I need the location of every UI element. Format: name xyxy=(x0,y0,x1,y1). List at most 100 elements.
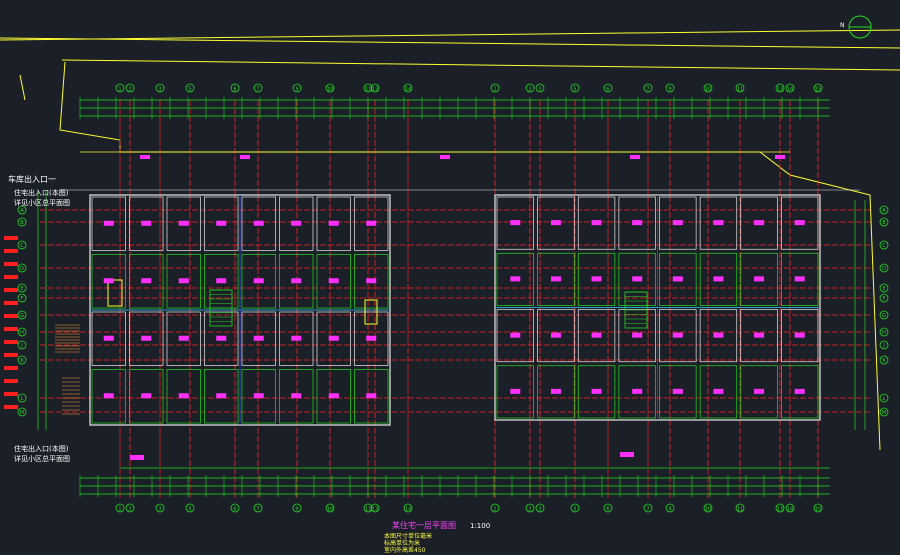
axis-label-top: 7 xyxy=(256,87,259,93)
axis-bubble-top xyxy=(665,83,675,93)
room-tag xyxy=(216,220,227,226)
axis-label-bottom: 6 xyxy=(233,507,236,513)
annotation-marker xyxy=(4,340,18,344)
room-outline xyxy=(577,309,616,363)
axis-bubble-bottom xyxy=(570,503,580,513)
axis-label-bottom: 11 xyxy=(737,507,743,513)
axis-bubble-bottom xyxy=(125,503,135,513)
axis-bubble-top xyxy=(735,83,745,93)
room-outline xyxy=(354,196,389,251)
room-tag xyxy=(632,276,643,282)
axis-label-top: 15 xyxy=(815,87,821,93)
room-tag xyxy=(754,220,765,226)
room-tag xyxy=(550,220,561,226)
axis-label-top: 1 xyxy=(493,87,496,93)
sheet-scale: 1:100 xyxy=(470,522,491,530)
stair-outline xyxy=(624,291,648,329)
room-outline xyxy=(781,309,819,363)
room-outline xyxy=(241,311,276,366)
room-outline xyxy=(496,252,534,306)
axis-label-right: C xyxy=(882,243,886,249)
room-tag xyxy=(253,220,264,226)
note-left-top-1: 住宅出入口(本图) xyxy=(14,189,69,197)
axis-label-right: J xyxy=(882,343,884,349)
garage-entrance-title: 车库出入口一 xyxy=(8,175,56,184)
room-outline xyxy=(129,369,164,424)
room-tag xyxy=(672,276,683,282)
room-tag xyxy=(366,220,377,226)
axis-bubble-right xyxy=(879,355,889,365)
title-frame-lines xyxy=(0,29,900,49)
room-tag xyxy=(713,332,724,338)
axis-label-bottom: 9 xyxy=(668,507,671,513)
room-outline xyxy=(618,365,656,419)
annotation-marker xyxy=(4,262,18,266)
axis-label-right: F xyxy=(883,296,886,302)
axis-label-top: 5 xyxy=(573,87,576,93)
room-outline xyxy=(659,309,697,363)
axis-bubble-left xyxy=(17,407,27,417)
axis-bubble-top xyxy=(230,83,240,93)
room-tag xyxy=(178,220,189,226)
axis-label-left: L xyxy=(21,396,24,402)
axis-bubble-left xyxy=(17,293,27,303)
axis-label-top: 11 xyxy=(365,87,371,93)
axis-label-bottom: 9 xyxy=(295,507,298,513)
room-outline xyxy=(166,311,201,366)
room-tag xyxy=(291,393,302,399)
axis-label-right: L xyxy=(883,396,886,402)
room-tag xyxy=(713,276,724,282)
room-tag xyxy=(591,220,602,226)
axis-label-right: A xyxy=(882,208,886,214)
room-tag xyxy=(328,220,339,226)
room-tag xyxy=(754,276,765,282)
axis-bubble-left xyxy=(17,340,27,350)
annotation-marker xyxy=(4,249,18,253)
axis-label-top: 10 xyxy=(705,87,711,93)
room-outline xyxy=(537,196,575,250)
axis-bubble-left xyxy=(17,217,27,227)
room-tag xyxy=(550,388,561,394)
axis-bubble-left xyxy=(17,327,27,337)
axis-label-top: 5 xyxy=(188,87,191,93)
room-tag xyxy=(291,220,302,226)
room-outline xyxy=(496,196,534,250)
axis-bubble-bottom xyxy=(535,503,545,513)
axis-bubble-bottom xyxy=(785,503,795,513)
axis-bubble-left xyxy=(17,393,27,403)
axis-label-top: 14 xyxy=(405,87,411,93)
axis-label-right: E xyxy=(882,286,885,292)
room-outline xyxy=(166,369,201,424)
axis-label-bottom: 7 xyxy=(256,507,259,513)
room-outline xyxy=(316,369,351,424)
axis-bubble-bottom xyxy=(155,503,165,513)
room-tag xyxy=(672,220,683,226)
axis-label-bottom: 14 xyxy=(405,507,411,513)
axis-label-left: A xyxy=(20,208,24,214)
axis-label-right: K xyxy=(882,358,886,364)
room-tag xyxy=(141,335,152,341)
axis-bubble-bottom xyxy=(185,503,195,513)
room-outline xyxy=(204,196,239,251)
axis-label-top: 1 xyxy=(118,87,121,93)
room-outline xyxy=(279,369,314,424)
room-outline xyxy=(354,369,389,424)
room-outline xyxy=(241,254,276,309)
axis-label-left: C xyxy=(20,243,24,249)
room-outline xyxy=(204,369,239,424)
room-outline xyxy=(699,309,738,363)
axis-label-top: 7 xyxy=(646,87,649,93)
axis-bubble-top xyxy=(785,83,795,93)
room-tag xyxy=(178,393,189,399)
room-tag xyxy=(591,388,602,394)
annotation-marker xyxy=(4,301,18,305)
axis-label-top: 9 xyxy=(668,87,671,93)
axis-bubble-bottom xyxy=(813,503,823,513)
axis-label-right: B xyxy=(882,220,886,226)
room-outline xyxy=(91,369,126,424)
room-tag xyxy=(103,220,114,226)
axis-label-bottom: 6 xyxy=(606,507,609,513)
axis-bubble-left xyxy=(17,240,27,250)
axis-label-bottom: 14 xyxy=(787,507,793,513)
